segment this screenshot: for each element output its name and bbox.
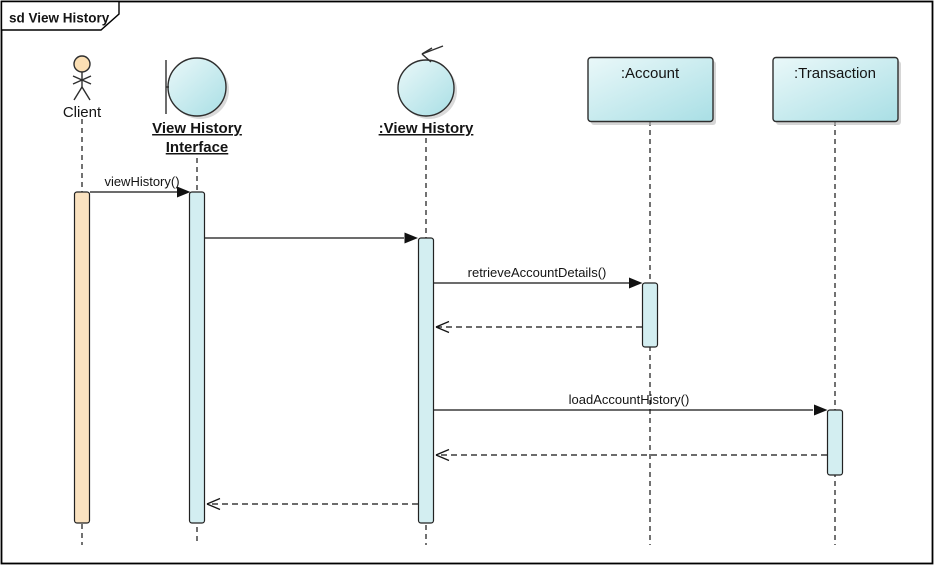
return-control-to-interface[interactable] [206,497,418,511]
message-load-account-history[interactable]: loadAccountHistory() [434,392,828,416]
boundary-icon [165,57,229,119]
sync-arrowhead-icon [814,404,828,416]
sync-arrowhead-icon [404,232,418,244]
client-activation[interactable] [73,191,91,524]
view-history-activation[interactable] [417,237,435,524]
open-arrowhead-icon [435,320,450,328]
open-arrowhead-icon [435,326,450,334]
control-icon [397,45,457,119]
actor-icon [72,55,92,101]
lifeline-label-transaction: :Transaction [794,65,876,82]
actor-head [73,55,91,73]
open-arrowhead-icon [206,503,221,511]
account-box [587,56,714,123]
lifeline-view-history-interface[interactable]: View History Interface [152,57,243,156]
lifeline-transaction[interactable]: :Transaction [772,56,901,126]
frame-title-tab [0,0,120,31]
sync-arrowhead-icon [177,186,191,198]
account-activation[interactable] [641,282,659,348]
boundary-circle [167,57,227,117]
lifeline-label-interface-line2: Interface [166,139,229,156]
return-transaction-to-control[interactable] [435,448,827,462]
return-account-to-control[interactable] [435,320,642,334]
message-label: retrieveAccountDetails() [468,265,607,280]
actor-leg [73,86,83,101]
actor-arm [72,75,92,85]
open-arrowhead-icon [435,448,450,456]
lifeline-account[interactable]: :Account [587,56,716,126]
actor-leg [81,86,91,101]
message-view-history[interactable]: viewHistory() [90,174,191,198]
control-arrowhead [421,47,433,55]
message-retrieve-account-details[interactable]: retrieveAccountDetails() [434,265,643,289]
lifeline-label-account: :Account [621,65,680,82]
sync-arrowhead-icon [629,277,643,289]
lifeline-client[interactable]: Client [63,55,102,121]
lifeline-view-history[interactable]: :View History [379,45,474,137]
message-interface-to-control[interactable] [205,232,418,244]
open-arrowhead-icon [435,454,450,462]
control-arrowhead [421,53,432,63]
transaction-activation[interactable] [826,409,844,476]
frame-title: sd View History [9,11,110,26]
lifeline-label-interface-line1: View History [152,120,242,137]
message-label: viewHistory() [104,174,179,189]
interface-activation[interactable] [188,191,206,524]
message-label: loadAccountHistory() [569,392,690,407]
open-arrowhead-icon [206,497,221,505]
transaction-box [772,56,899,123]
control-circle [397,59,455,117]
lifeline-label-client: Client [63,104,102,121]
lifeline-label-view-history: :View History [379,120,474,137]
